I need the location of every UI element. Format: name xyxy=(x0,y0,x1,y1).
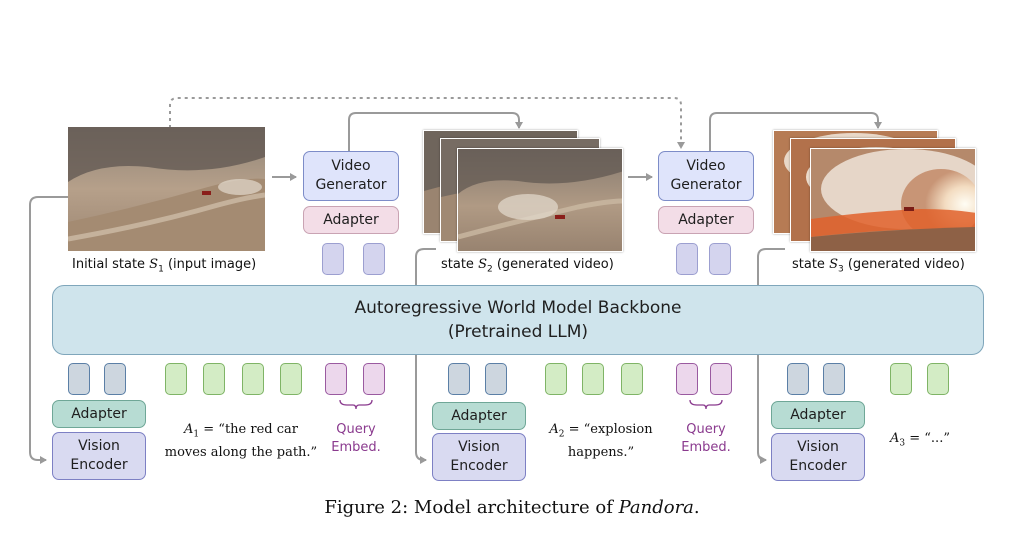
world-model-backbone: Autoregressive World Model Backbone (Pre… xyxy=(52,285,984,355)
adapter-bottom-1: Adapter xyxy=(52,400,146,428)
text-token xyxy=(203,363,225,395)
generator-token xyxy=(709,243,731,275)
desert-dust-scene xyxy=(458,149,622,251)
generator-token xyxy=(322,243,344,275)
initial-state-label: Initial state S1 (input image) xyxy=(72,257,257,275)
adapter-top-2: Adapter xyxy=(658,206,754,234)
generator-token xyxy=(363,243,385,275)
dotted-feedback-arrow xyxy=(169,97,685,149)
text-token xyxy=(280,363,302,395)
adapter-bottom-2: Adapter xyxy=(432,402,526,430)
model-name: Pandora xyxy=(618,497,694,518)
desert-road-scene xyxy=(68,127,265,251)
explosion-scene xyxy=(811,149,975,251)
query-token xyxy=(676,363,698,395)
query-brace-1 xyxy=(339,399,373,410)
state-s2-label: state S2 (generated video) xyxy=(441,257,614,275)
s2-frame-front xyxy=(457,148,623,252)
query-token xyxy=(710,363,732,395)
vision-token xyxy=(448,363,470,395)
action-a1: A1 = “the red car moves along the path.” xyxy=(164,422,318,460)
generator1-to-s2-arrow xyxy=(348,112,523,151)
initial-state-image xyxy=(68,127,265,251)
s3-to-encoder-arrow xyxy=(757,248,785,464)
s1-to-encoder-arrow xyxy=(29,196,68,464)
action-a3: A3 = “...” xyxy=(890,431,950,449)
text-token xyxy=(545,363,567,395)
text-token xyxy=(582,363,604,395)
adapter-bottom-3: Adapter xyxy=(771,401,865,429)
action-a2: A2 = “explosion happens.” xyxy=(549,422,653,460)
text-token xyxy=(165,363,187,395)
state-s3-label: state S3 (generated video) xyxy=(792,257,965,275)
vision-token xyxy=(104,363,126,395)
text-token xyxy=(890,363,912,395)
query-brace-2 xyxy=(689,399,723,410)
vision-token xyxy=(787,363,809,395)
query-token xyxy=(325,363,347,395)
figure-caption: Figure 2: Model architecture of Pandora. xyxy=(324,497,700,518)
generator2-to-s3-arrow xyxy=(709,112,882,151)
vision-token xyxy=(485,363,507,395)
adapter-top-1: Adapter xyxy=(303,206,399,234)
generator-token xyxy=(676,243,698,275)
text-token xyxy=(927,363,949,395)
query-token xyxy=(363,363,385,395)
vision-token xyxy=(823,363,845,395)
s3-frame-front xyxy=(810,148,976,252)
text-token xyxy=(242,363,264,395)
vision-token xyxy=(68,363,90,395)
text-token xyxy=(621,363,643,395)
